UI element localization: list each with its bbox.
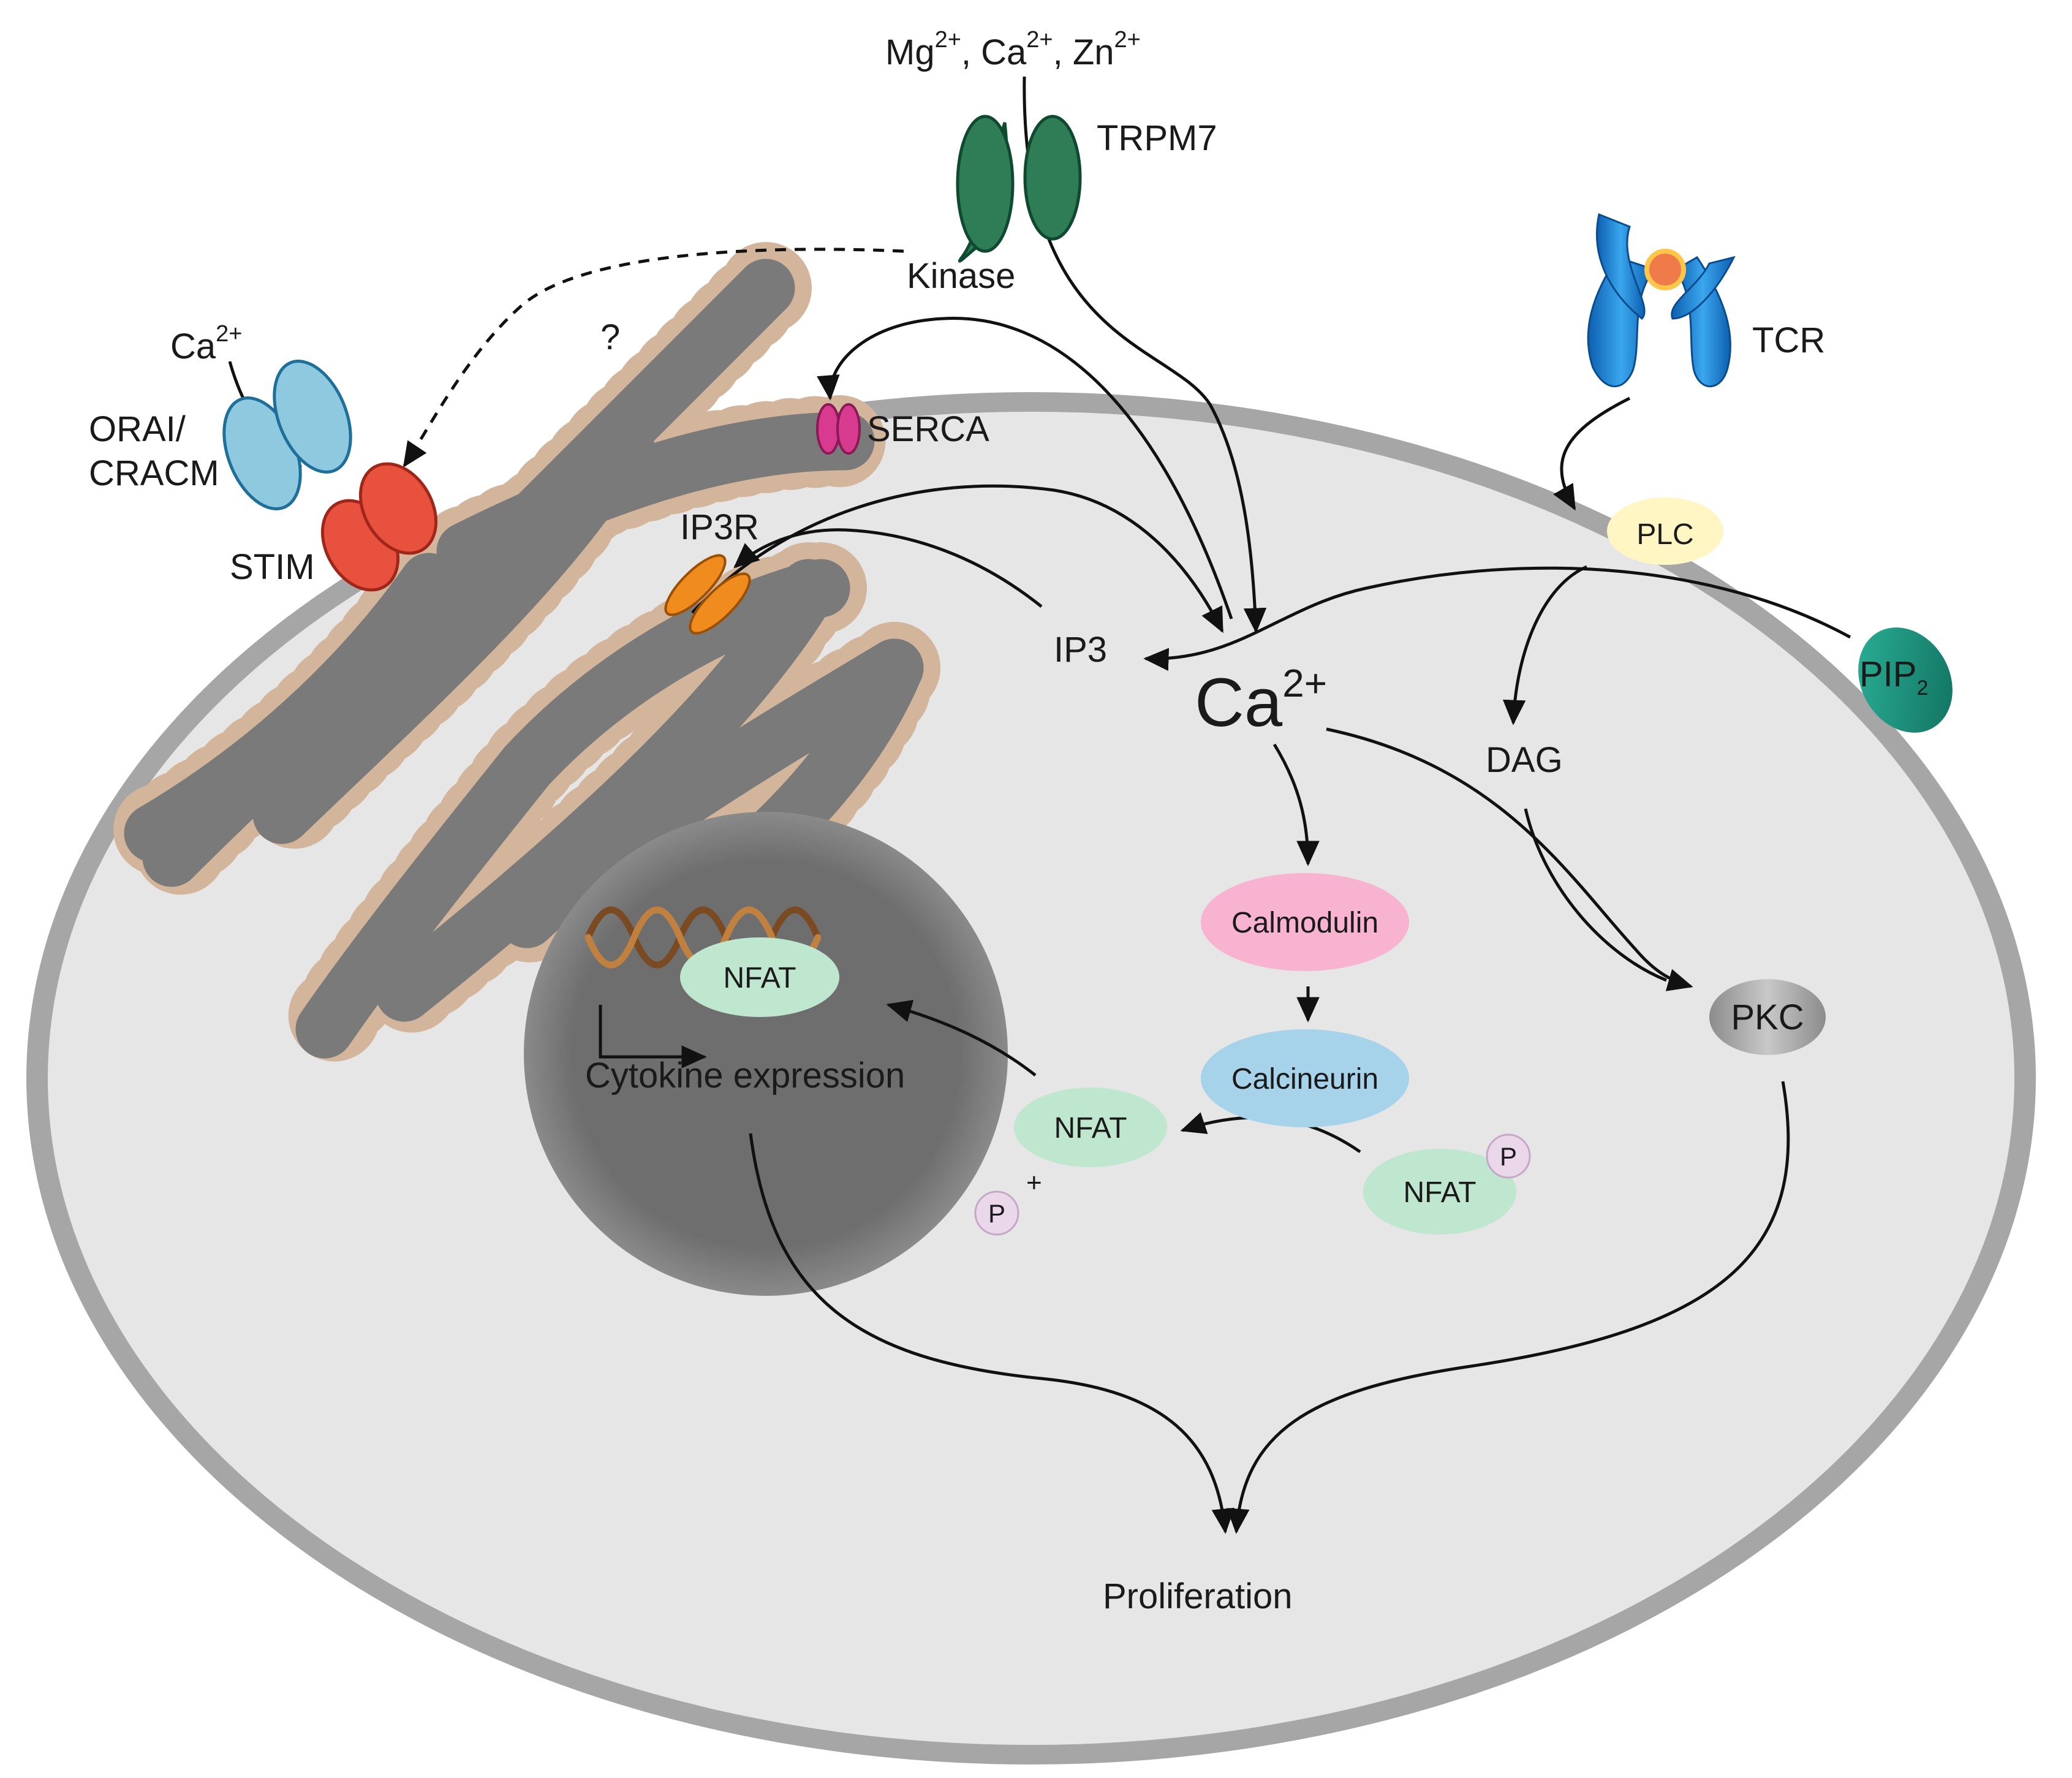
phosphate-free — [974, 1190, 1019, 1236]
nfat-nucleus-label: NFAT — [723, 962, 796, 994]
tcr-ligand — [1644, 249, 1686, 290]
pkc-label: PKC — [1731, 997, 1804, 1037]
question-mark-label: ? — [600, 317, 620, 357]
nfat-in-nucleus — [680, 937, 839, 1017]
calcium-external-label: Ca2+ — [170, 321, 242, 366]
pkc-enzyme — [1709, 979, 1826, 1055]
arrows — [228, 76, 1851, 1534]
arrow-ca-to-pkc — [1326, 727, 1693, 991]
arrow-dna-to-cytokine — [599, 1005, 707, 1069]
arrow-ca-to-serca — [817, 317, 1233, 619]
orai-cracm-channel — [222, 360, 352, 510]
pip2-molecule — [1858, 627, 1953, 733]
calcium-central-label: Ca2+ — [1195, 661, 1327, 741]
arrow-plc-to-dag — [1502, 565, 1587, 725]
pip2-label: PIP2 — [1859, 654, 1928, 700]
calcineurin-protein — [1201, 1029, 1409, 1127]
arrow-ca-to-calmodulin — [1272, 743, 1320, 866]
nucleus — [524, 812, 1008, 1296]
serca-label: SERCA — [867, 409, 989, 449]
dag-label: DAG — [1486, 740, 1563, 780]
nfat-phosphorylated — [1363, 1149, 1516, 1235]
trpm7-channel — [956, 115, 1082, 263]
nfat-free-label: NFAT — [1054, 1112, 1127, 1144]
nfat-dephosphorylated — [1014, 1088, 1167, 1167]
orai-cracm-label: ORAI/ CRACM — [89, 409, 219, 493]
arrow-tcr-to-plc — [1553, 396, 1631, 511]
proliferation-label: Proliferation — [1103, 1576, 1292, 1616]
phosphate-free-label: P — [988, 1199, 1005, 1228]
plus-sign: + — [1026, 1168, 1042, 1198]
ip3r-label: IP3R — [680, 507, 759, 547]
calmodulin-protein — [1201, 873, 1409, 971]
tcr-label: TCR — [1752, 320, 1825, 360]
arrow-pkc-to-proliferation — [1227, 1081, 1790, 1534]
cytokine-expression-label: Cytokine expression — [585, 1056, 905, 1095]
trpm7-label: TRPM7 — [1097, 118, 1217, 158]
plc-enzyme — [1607, 497, 1723, 565]
arrow-nucleus-to-proliferation — [749, 1133, 1235, 1534]
stim-label: STIM — [230, 547, 315, 587]
arrow-pip2-to-ip3 — [1143, 566, 1851, 671]
arrow-ip3-to-ip3r — [733, 528, 1043, 608]
arrow-kinase-to-stim — [403, 248, 904, 468]
tcr-receptor — [1587, 213, 1736, 388]
serca-pump — [816, 403, 861, 455]
calcineurin-label: Calcineurin — [1231, 1063, 1378, 1095]
stim-protein — [320, 462, 438, 592]
calmodulin-label: Calmodulin — [1231, 907, 1378, 939]
phosphate-on-nfat — [1486, 1133, 1531, 1179]
arrow-ip3r-to-ca — [691, 484, 1224, 634]
phosphate-on-nfat-label: P — [1500, 1142, 1517, 1171]
arrow-nfat-to-nucleus — [886, 999, 1037, 1076]
plc-label: PLC — [1636, 518, 1693, 551]
ip3r-channel — [664, 554, 751, 635]
ion-list-label: Mg2+, Ca2+, Zn2+ — [885, 27, 1141, 72]
arrow-trpm7-to-ca — [1023, 76, 1267, 634]
arrow-dag-to-pkc — [1524, 808, 1667, 982]
nfat-phosphorylated-label: NFAT — [1403, 1176, 1476, 1209]
cytoplasm — [48, 412, 2014, 1745]
ip3-label: IP3 — [1054, 630, 1107, 670]
kinase-label: Kinase — [907, 256, 1015, 296]
